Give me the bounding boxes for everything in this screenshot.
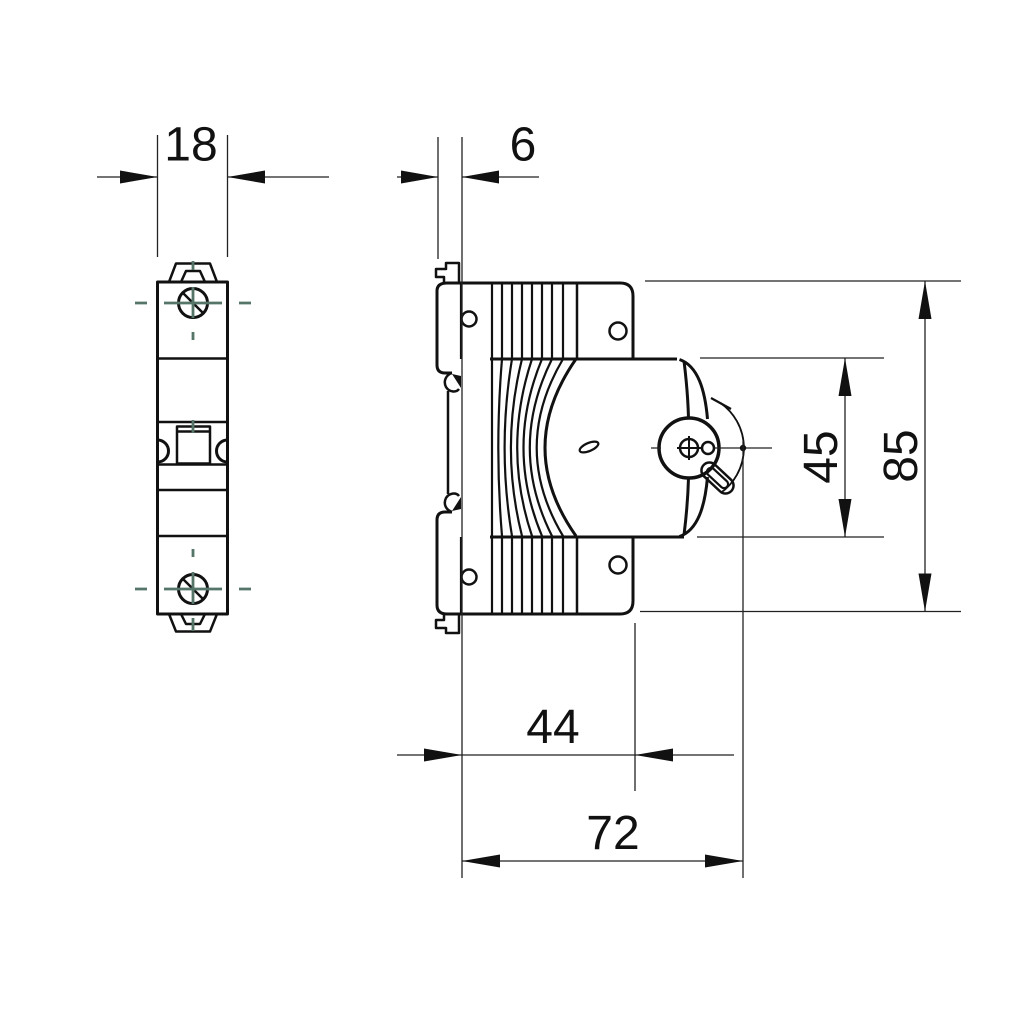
face-outer-curve bbox=[543, 358, 578, 537]
dim-44-label: 44 bbox=[526, 701, 579, 754]
front-body-outline bbox=[156, 280, 229, 616]
din-clip-wedge-bottom bbox=[452, 497, 461, 511]
hole-top-left bbox=[460, 310, 478, 328]
dim-45-arrow-bottom bbox=[838, 499, 852, 537]
dim-overall-depth: 72 bbox=[462, 456, 744, 878]
lever-lower-blade-inner bbox=[682, 477, 690, 536]
side-bottom-band-outline bbox=[435, 510, 635, 616]
side-top-band-outline bbox=[435, 281, 635, 375]
lever-upper-blade-inner bbox=[682, 360, 690, 419]
dim-85-arrow-bottom bbox=[918, 573, 932, 612]
hole-top-right bbox=[608, 321, 628, 341]
dim-72-label: 72 bbox=[586, 807, 639, 860]
din-clip-hook-bottom bbox=[443, 492, 460, 514]
dim-45-arrow-top bbox=[838, 358, 852, 396]
dim-85-extension-lines bbox=[640, 280, 961, 613]
side-top-tab bbox=[434, 261, 461, 283]
dim-overall-height: 85 bbox=[640, 280, 961, 613]
lever-alt-position-tick bbox=[710, 397, 732, 410]
dim-85-label: 85 bbox=[875, 429, 928, 482]
dim-18-arrow-left bbox=[120, 170, 158, 184]
centerline-screw-bottom bbox=[135, 549, 251, 631]
side-view bbox=[434, 261, 772, 635]
dim-body-depth: 44 bbox=[397, 623, 734, 791]
dim-18-arrow-right bbox=[227, 170, 265, 184]
centerline-screw-top bbox=[135, 261, 251, 340]
dim-72-arrow-left bbox=[462, 854, 500, 868]
hole-bottom-left bbox=[460, 568, 478, 586]
din-clip-hook-top bbox=[443, 371, 460, 393]
dim-45-label: 45 bbox=[795, 430, 848, 483]
dim-6-arrow-left bbox=[401, 170, 438, 184]
off-indicator-mark bbox=[578, 440, 600, 454]
dim-18-extension-lines bbox=[156, 135, 229, 257]
dim-module-width: 18 bbox=[97, 119, 329, 257]
ribs-bottom bbox=[490, 537, 565, 613]
ribs-top bbox=[490, 284, 565, 358]
dim-6-label: 6 bbox=[510, 119, 537, 172]
dim-44-arrow-left bbox=[424, 748, 462, 762]
dim-clip-depth: 6 bbox=[397, 119, 539, 878]
hole-bottom-right bbox=[608, 555, 628, 575]
side-bottom-tab bbox=[434, 614, 461, 635]
face-curves bbox=[490, 358, 564, 537]
lever-tip bbox=[700, 461, 735, 495]
dimensions: 18 6 85 45 bbox=[97, 119, 961, 878]
lever-screw-cross bbox=[677, 436, 701, 460]
dim-85-arrow-top bbox=[918, 281, 932, 319]
front-bottom-tab-outer bbox=[167, 613, 219, 633]
dim-45-extension-lines bbox=[697, 357, 884, 538]
front-side-notches bbox=[157, 438, 228, 464]
din-clip-wedge-top bbox=[452, 374, 461, 388]
dim-44-arrow-right bbox=[635, 748, 673, 762]
lever-tip-outer bbox=[700, 461, 735, 495]
dim-72-arrow-right bbox=[705, 854, 743, 868]
dim-handle-zone-height: 45 bbox=[697, 357, 884, 538]
dim-18-label: 18 bbox=[164, 119, 217, 172]
front-top-tab-inner bbox=[179, 269, 207, 283]
dim-6-arrow-right bbox=[462, 170, 499, 184]
front-view bbox=[135, 261, 251, 633]
lever-pivot-dot bbox=[700, 440, 716, 456]
